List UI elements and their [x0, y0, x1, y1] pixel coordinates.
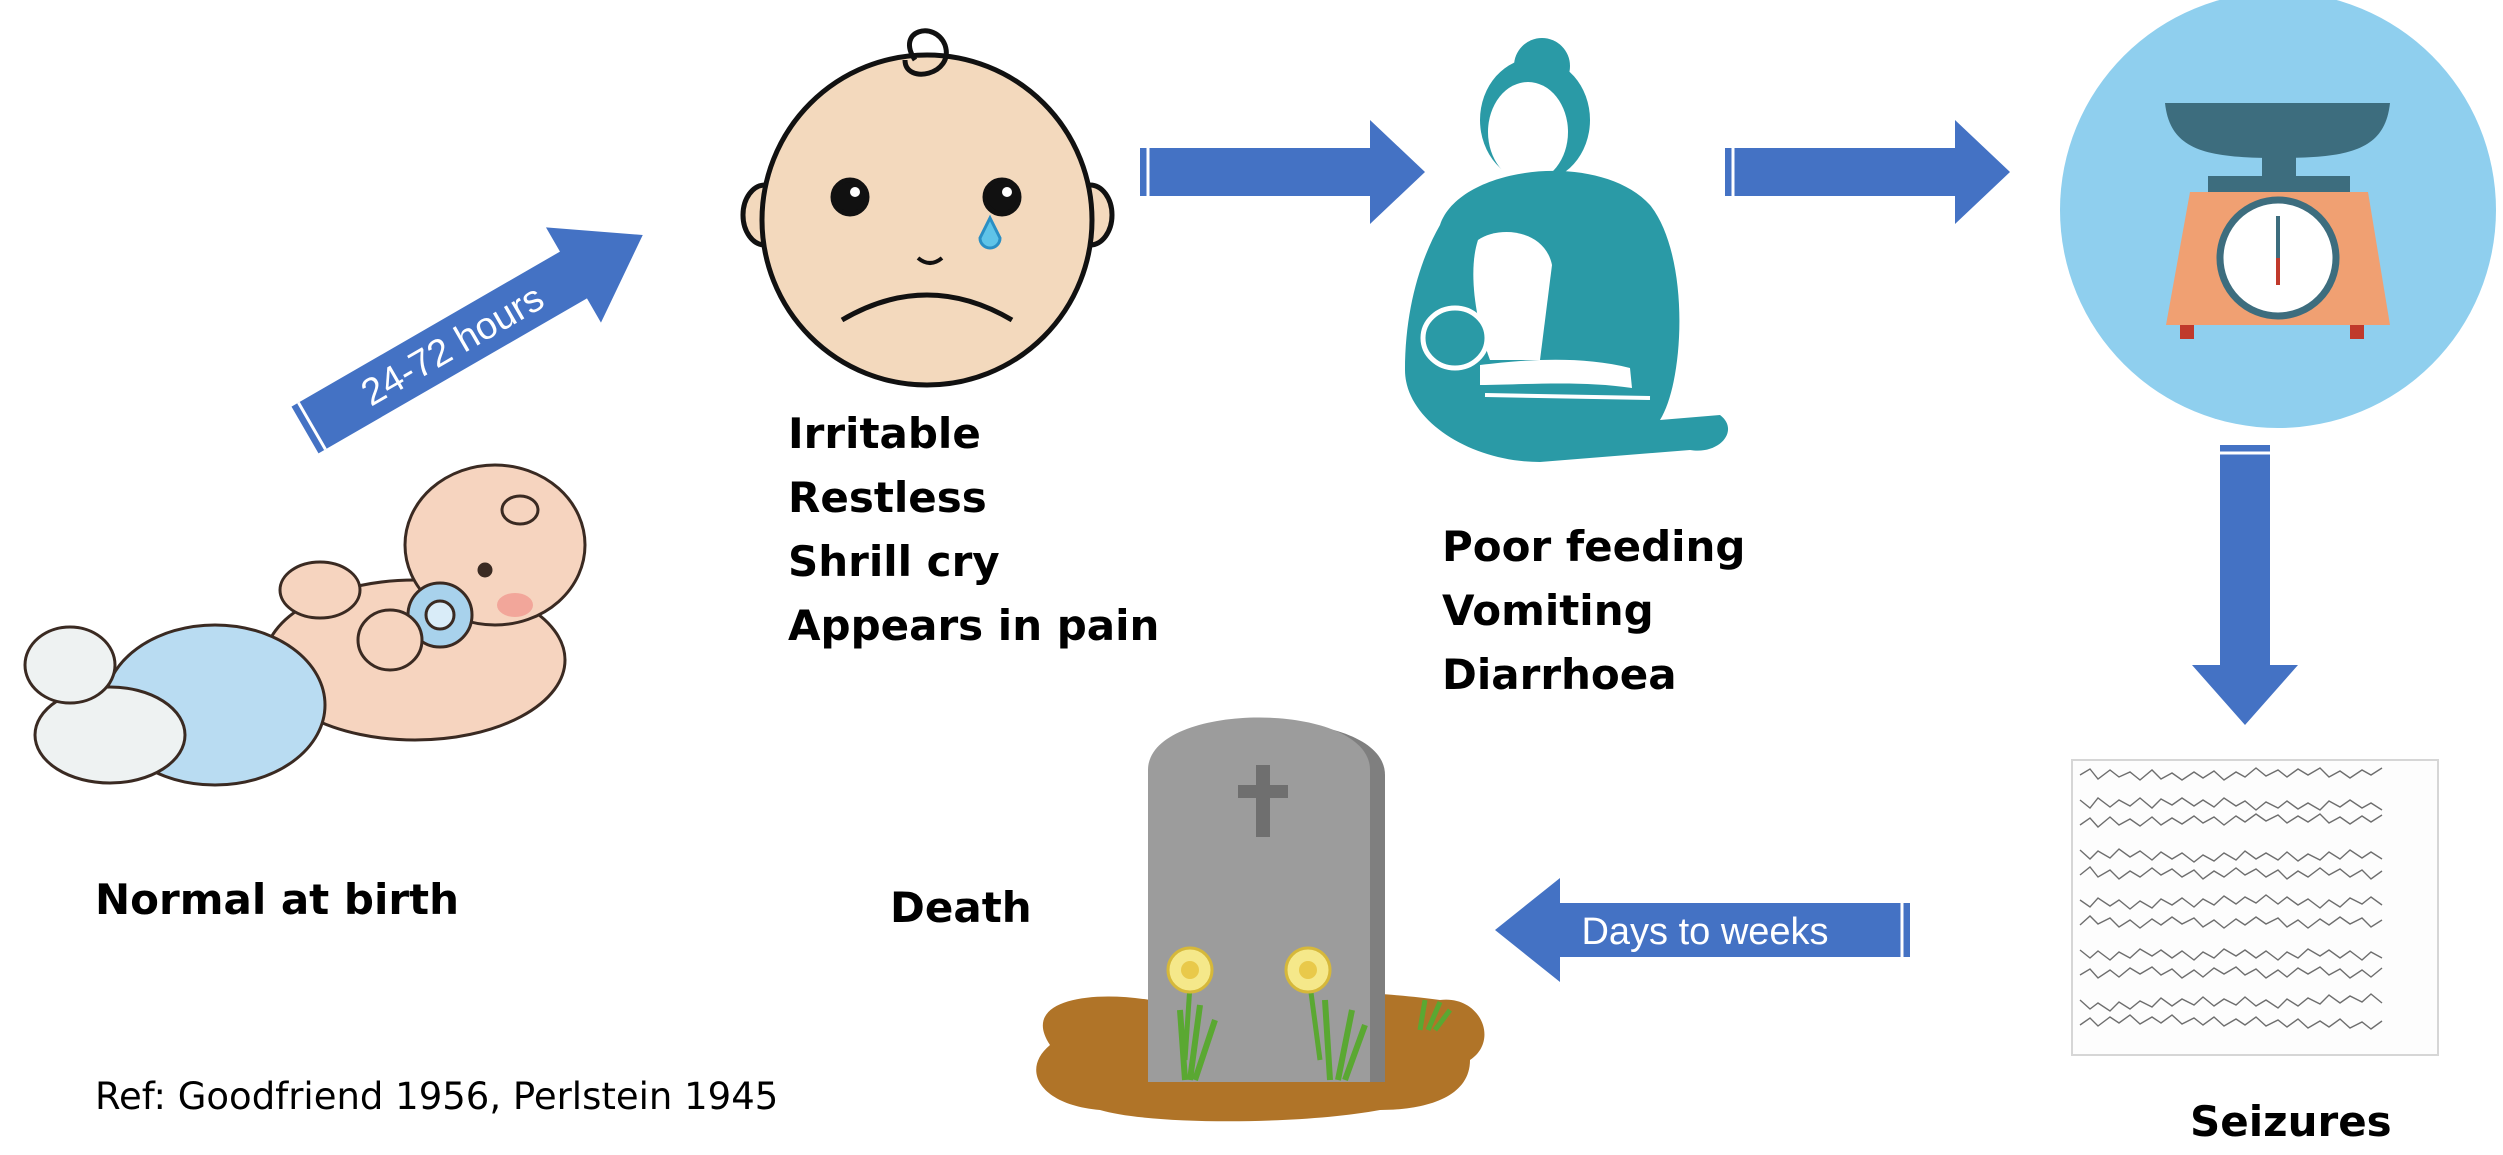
label-diarrhoea: Diarrhoea	[1442, 643, 1746, 707]
label-irritable: Irritable	[788, 402, 1159, 466]
arrow-label-24-72-hours: 24-72 hours	[354, 277, 551, 415]
label-poor-feeding: Poor feeding	[1442, 515, 1746, 579]
label-appears-in-pain: Appears in pain	[788, 594, 1159, 658]
label-normal-at-birth: Normal at birth	[95, 868, 459, 932]
breastfeeding-mother-icon	[1405, 38, 1728, 462]
sleeping-baby-icon	[25, 465, 585, 785]
label-shrill-cry: Shrill cry	[788, 530, 1159, 594]
arrow-label-days-to-weeks: Days to weeks	[1581, 911, 1828, 953]
label-vomiting: Vomiting	[1442, 579, 1746, 643]
label-death: Death	[890, 876, 1032, 940]
eeg-trace-icon	[2072, 760, 2438, 1055]
label-seizures: Seizures	[2190, 1090, 2392, 1154]
arrow-24-72-hours: 24-72 hours	[278, 187, 671, 477]
label-feeding-stage: Poor feeding Vomiting Diarrhoea	[1442, 515, 1746, 707]
arrow-days-to-weeks: Days to weeks	[1495, 878, 1910, 982]
weighing-scale-icon	[2060, 0, 2496, 428]
arrow-to-seizures	[2192, 445, 2298, 725]
crying-baby-face-icon	[743, 31, 1112, 385]
label-irritable-stage: Irritable Restless Shrill cry Appears in…	[788, 402, 1159, 658]
arrow-to-feeding	[1140, 120, 1425, 224]
arrow-to-scale	[1725, 120, 2010, 224]
label-restless: Restless	[788, 466, 1159, 530]
reference-citation: Ref: Goodfriend 1956, Perlstein 1945	[95, 1075, 778, 1118]
gravestone-icon	[1036, 718, 1484, 1122]
